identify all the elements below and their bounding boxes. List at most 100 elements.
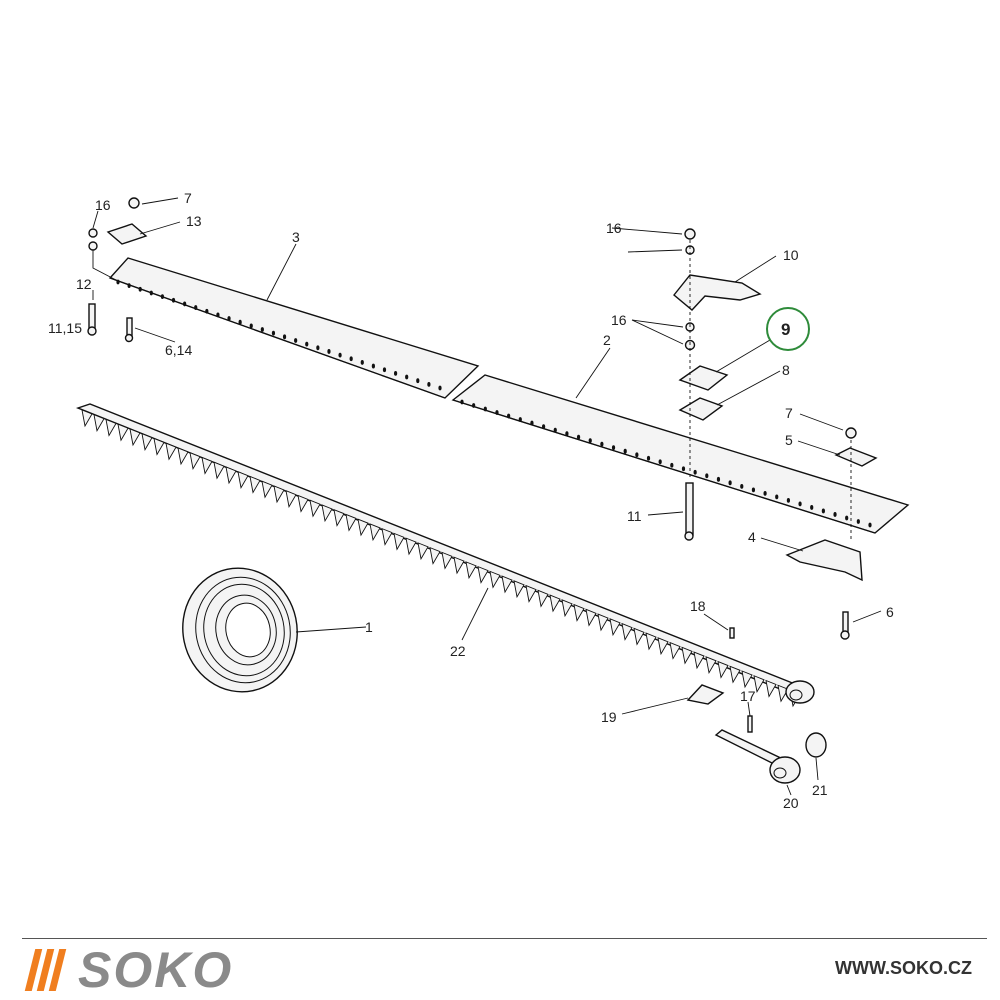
plate-hole <box>775 494 779 500</box>
knife-tooth <box>261 480 273 499</box>
disc-part-1 <box>182 567 298 693</box>
knife-tooth <box>393 532 405 551</box>
knife-tooth <box>153 437 165 456</box>
label-16-left: 16 <box>95 197 111 213</box>
plate-hole <box>728 480 732 486</box>
knife-tooth <box>417 542 429 561</box>
plate-hole <box>194 305 198 310</box>
knife-tooth <box>105 418 117 437</box>
label-21: 21 <box>812 782 828 798</box>
knife-tooth <box>729 665 741 684</box>
knife-tooth <box>369 523 381 542</box>
footer-divider <box>22 938 987 939</box>
label-22: 22 <box>450 643 466 659</box>
knife-tooth <box>165 442 177 461</box>
highlight-circle-part-9 <box>766 307 810 351</box>
knife-tooth <box>285 489 297 508</box>
knife-tooth <box>357 518 369 537</box>
plate-hole <box>393 370 398 376</box>
knife-tooth <box>273 485 285 504</box>
label-6-right: 6 <box>886 604 894 620</box>
plate-hole <box>646 455 651 461</box>
knife-tooth <box>465 561 477 580</box>
plate-hole <box>216 312 220 318</box>
knife-tooth <box>633 627 645 646</box>
label-8: 8 <box>782 362 790 378</box>
plate-hole <box>542 424 546 429</box>
label-9: 9 <box>781 320 790 339</box>
plate-hole <box>405 374 409 380</box>
plate-hole <box>171 297 176 303</box>
knife-tooth <box>117 423 129 442</box>
brand-name: SOKO <box>78 942 234 998</box>
knife-tooth <box>441 551 453 570</box>
knife-tooth <box>537 589 549 608</box>
plate-hole <box>282 334 287 340</box>
label-19: 19 <box>601 709 617 725</box>
knife-tooth <box>477 565 489 584</box>
label-7-left: 7 <box>184 190 192 206</box>
plate-hole <box>868 522 872 528</box>
knife-tooth <box>681 646 693 665</box>
label-18: 18 <box>690 598 706 614</box>
label-1: 1 <box>365 619 373 635</box>
plate-part-2 <box>451 374 910 534</box>
plate-hole <box>600 441 604 447</box>
label-11: 11 <box>627 508 642 524</box>
plate-part-3 <box>108 257 480 399</box>
plate-hole <box>327 349 331 354</box>
knife-tooth <box>609 618 621 637</box>
plate-hole <box>249 323 253 329</box>
plate-hole <box>576 434 581 440</box>
knife-tooth <box>225 466 237 485</box>
plate-hole <box>845 515 849 521</box>
plate-hole <box>338 352 342 358</box>
knife-tooth <box>333 508 345 527</box>
knife-tooth <box>321 504 333 523</box>
knife-tooth <box>81 409 93 428</box>
knife-tooth <box>429 546 441 565</box>
plate-hole <box>416 378 420 384</box>
knife-tooth <box>309 499 321 518</box>
website-link[interactable]: WWW.SOKO.CZ <box>835 958 972 978</box>
bracket-hardware <box>673 228 762 541</box>
label-5: 5 <box>785 432 793 448</box>
left-hardware <box>87 197 148 343</box>
knife-tooth <box>237 470 249 489</box>
leader-lines <box>92 197 882 796</box>
label-10: 10 <box>783 247 799 263</box>
plate-hole <box>371 363 375 369</box>
exploded-parts-diagram: 16 7 13 3 12 11,15 6,14 16 10 16 9 8 2 7… <box>48 190 910 811</box>
plate-hole <box>810 505 814 510</box>
plate-hole <box>349 356 353 362</box>
plate-hole <box>460 399 464 405</box>
label-3: 3 <box>292 229 300 245</box>
label-20: 20 <box>783 795 799 811</box>
plate-hole <box>116 279 120 285</box>
lower-parts <box>686 627 827 784</box>
knife-tooth <box>141 433 153 451</box>
knife-tooth <box>705 656 717 675</box>
knife-tooth <box>249 475 261 494</box>
knife-tooth <box>345 513 357 532</box>
knife-tooth <box>525 584 537 603</box>
plate-hole <box>798 501 802 507</box>
plate-hole <box>360 360 364 365</box>
plate-hole <box>438 385 442 391</box>
plate-hole <box>507 413 511 419</box>
label-16-mid: 16 <box>611 312 627 328</box>
plate-hole <box>530 420 534 426</box>
label-7-right: 7 <box>785 405 793 421</box>
plate-hole <box>127 283 131 289</box>
plate-hole <box>623 448 627 454</box>
plate-hole <box>149 290 153 296</box>
plate-hole <box>138 286 142 292</box>
knife-tooth <box>753 675 765 694</box>
label-4: 4 <box>748 529 756 545</box>
label-17: 17 <box>740 688 756 704</box>
knife-tooth <box>621 622 633 641</box>
knife-tooth <box>657 637 669 656</box>
knife-tooth <box>573 603 585 622</box>
plate-hole <box>553 427 557 433</box>
